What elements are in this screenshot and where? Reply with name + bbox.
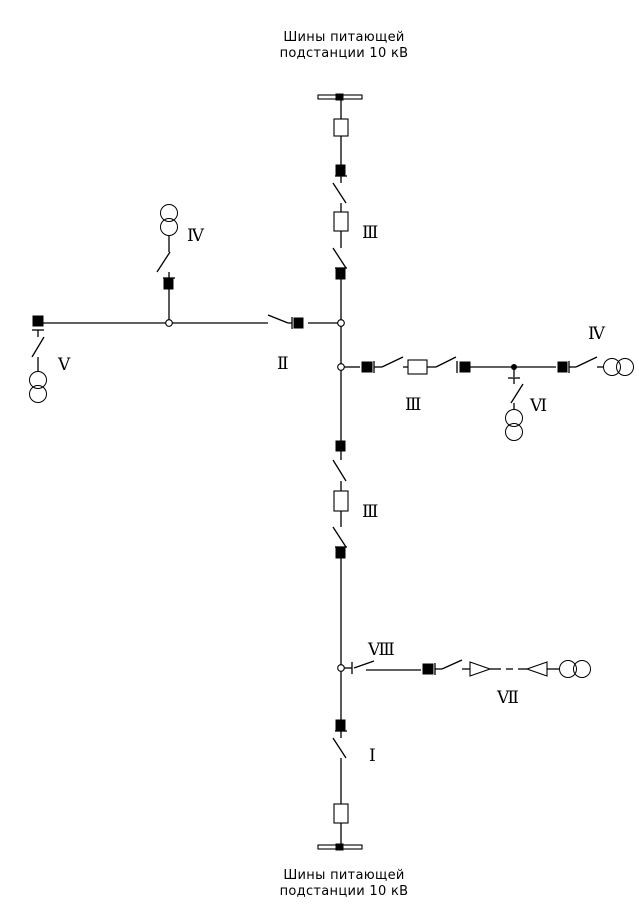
switch-blade <box>435 356 457 368</box>
label-transformer-6: Ⅵ <box>529 396 547 416</box>
bottom-caption-line1: Шины питающей <box>283 868 405 883</box>
junction-node <box>165 319 173 327</box>
reactor-box <box>333 490 349 512</box>
switch-blade <box>332 526 347 548</box>
label-section-2: Ⅱ <box>277 354 289 374</box>
switch-blade <box>332 737 347 759</box>
cable-end-right-triangle <box>469 661 492 677</box>
top-busbar <box>317 93 363 101</box>
junction-node <box>337 363 345 371</box>
bottom-busbar <box>317 843 363 851</box>
top-busbar-caption: Шины питающей подстанции 10 кВ <box>224 30 464 62</box>
disconnector-block <box>557 361 568 373</box>
bottom-caption-line2: подстанции 10 кВ <box>279 884 409 899</box>
disconnector-block <box>335 164 346 176</box>
disconnector-block <box>335 440 346 452</box>
transformer-icon <box>160 204 178 222</box>
disconnector-block <box>335 268 346 280</box>
transformer-icon <box>603 358 621 376</box>
top-caption-line1: Шины питающей <box>283 30 405 45</box>
label-section-1: Ⅰ <box>369 746 376 766</box>
disconnector-block <box>335 719 346 731</box>
reactor-box <box>333 211 349 232</box>
disconnector-block <box>335 547 346 559</box>
reactor-box <box>407 359 428 375</box>
transformer-icon <box>559 660 577 678</box>
switch-blade <box>510 383 524 404</box>
top-caption-line2: подстанции 10 кВ <box>279 46 409 61</box>
switch-blade <box>381 356 404 368</box>
top-reactor-box <box>333 118 349 137</box>
label-section-3-right: Ⅲ <box>405 395 421 415</box>
label-section-3-lower: Ⅲ <box>362 502 378 522</box>
disconnector-block <box>32 315 44 327</box>
disconnector-block <box>361 361 373 373</box>
switch-blade <box>332 459 347 482</box>
switch-blade <box>332 247 347 269</box>
switch-blade <box>353 660 375 669</box>
label-transformer-4-left: Ⅳ <box>187 226 205 246</box>
junction-node <box>337 319 345 327</box>
right-branch <box>344 356 634 441</box>
switch-blade <box>332 182 347 204</box>
main-trunk <box>332 99 349 845</box>
bottom-busbar-caption: Шины питающей подстанции 10 кВ <box>224 868 464 900</box>
bottom-reactor-box <box>333 803 349 824</box>
label-section-7: Ⅶ <box>496 688 519 708</box>
transformer-icon <box>505 409 523 427</box>
cable-end-left-triangle <box>525 661 548 677</box>
label-section-3-upper: Ⅲ <box>362 223 378 243</box>
label-transformer-4-right: Ⅳ <box>588 324 606 344</box>
switch-blade <box>441 659 463 670</box>
switch-blade <box>31 336 45 358</box>
disconnector-block <box>459 361 471 373</box>
switch-blade <box>267 314 289 324</box>
disconnector-block <box>422 663 434 675</box>
label-transformer-5: Ⅴ <box>57 355 71 375</box>
disconnector-block <box>293 317 304 329</box>
left-branch <box>29 204 338 403</box>
junction-node <box>337 664 345 672</box>
transformer-icon <box>29 371 47 389</box>
disconnector-block <box>163 278 174 290</box>
switch-blade <box>156 251 171 273</box>
switch-blade <box>575 356 598 368</box>
label-section-8: Ⅷ <box>367 640 395 660</box>
cable-branch <box>344 659 591 678</box>
